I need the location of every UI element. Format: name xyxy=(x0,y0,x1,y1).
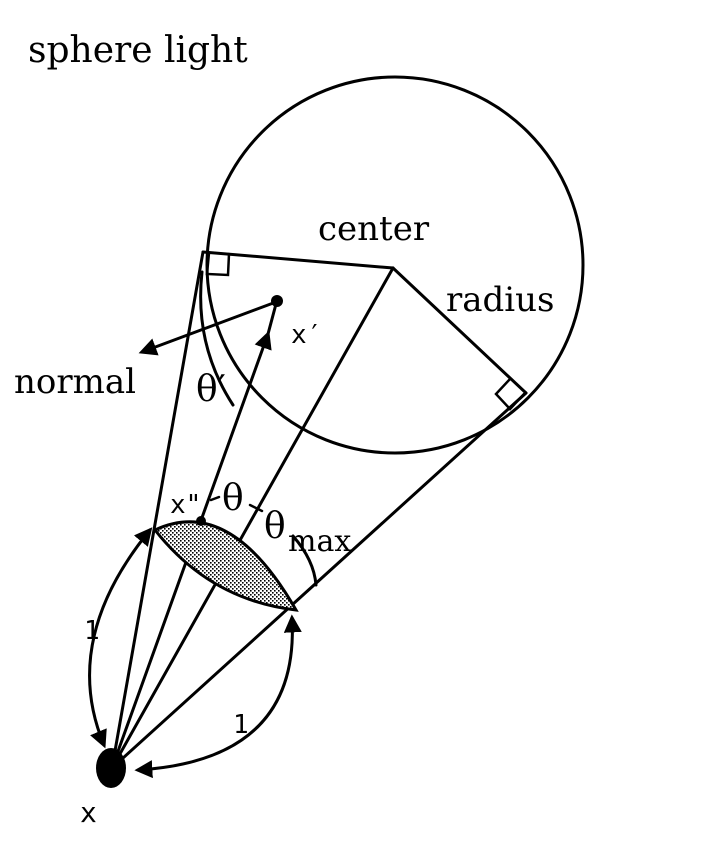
label-x-prime: x′ xyxy=(291,320,322,350)
label-unit-left: 1 xyxy=(84,616,100,646)
label-theta-max-subscript: max xyxy=(288,524,351,559)
diagram-title: sphere light xyxy=(28,30,248,71)
label-theta-prime: θ′ xyxy=(196,369,226,410)
sample-ray-inner xyxy=(266,302,278,336)
label-unit-right: 1 xyxy=(233,710,249,740)
x-point xyxy=(96,748,126,788)
label-center: center xyxy=(318,209,430,249)
theta-max-arc xyxy=(291,534,318,587)
theta-leader-right xyxy=(248,503,264,513)
radius-to-left-tangent xyxy=(201,250,395,270)
x-double-prime-point xyxy=(196,516,206,526)
theta-prime-arc xyxy=(199,270,235,407)
theta-leader-left xyxy=(209,495,221,502)
unit-arrow-right xyxy=(134,614,302,779)
label-normal: normal xyxy=(14,362,136,402)
label-radius: radius xyxy=(446,280,555,320)
cone-edge-right xyxy=(110,391,528,770)
sphere-outline xyxy=(205,75,585,455)
label-theta: θ xyxy=(222,478,244,519)
unit-arrow-left xyxy=(88,527,153,749)
right-angle-mark-left xyxy=(205,251,231,277)
right-angle-mark-right xyxy=(494,377,526,411)
normal-arrow xyxy=(138,300,278,356)
radius-line xyxy=(391,266,528,395)
center-ray xyxy=(110,266,395,770)
label-theta-max: θ xyxy=(264,506,286,547)
label-x-double-prime: x" xyxy=(170,490,201,520)
label-x: x xyxy=(80,796,97,829)
x-prime-point xyxy=(271,295,283,307)
